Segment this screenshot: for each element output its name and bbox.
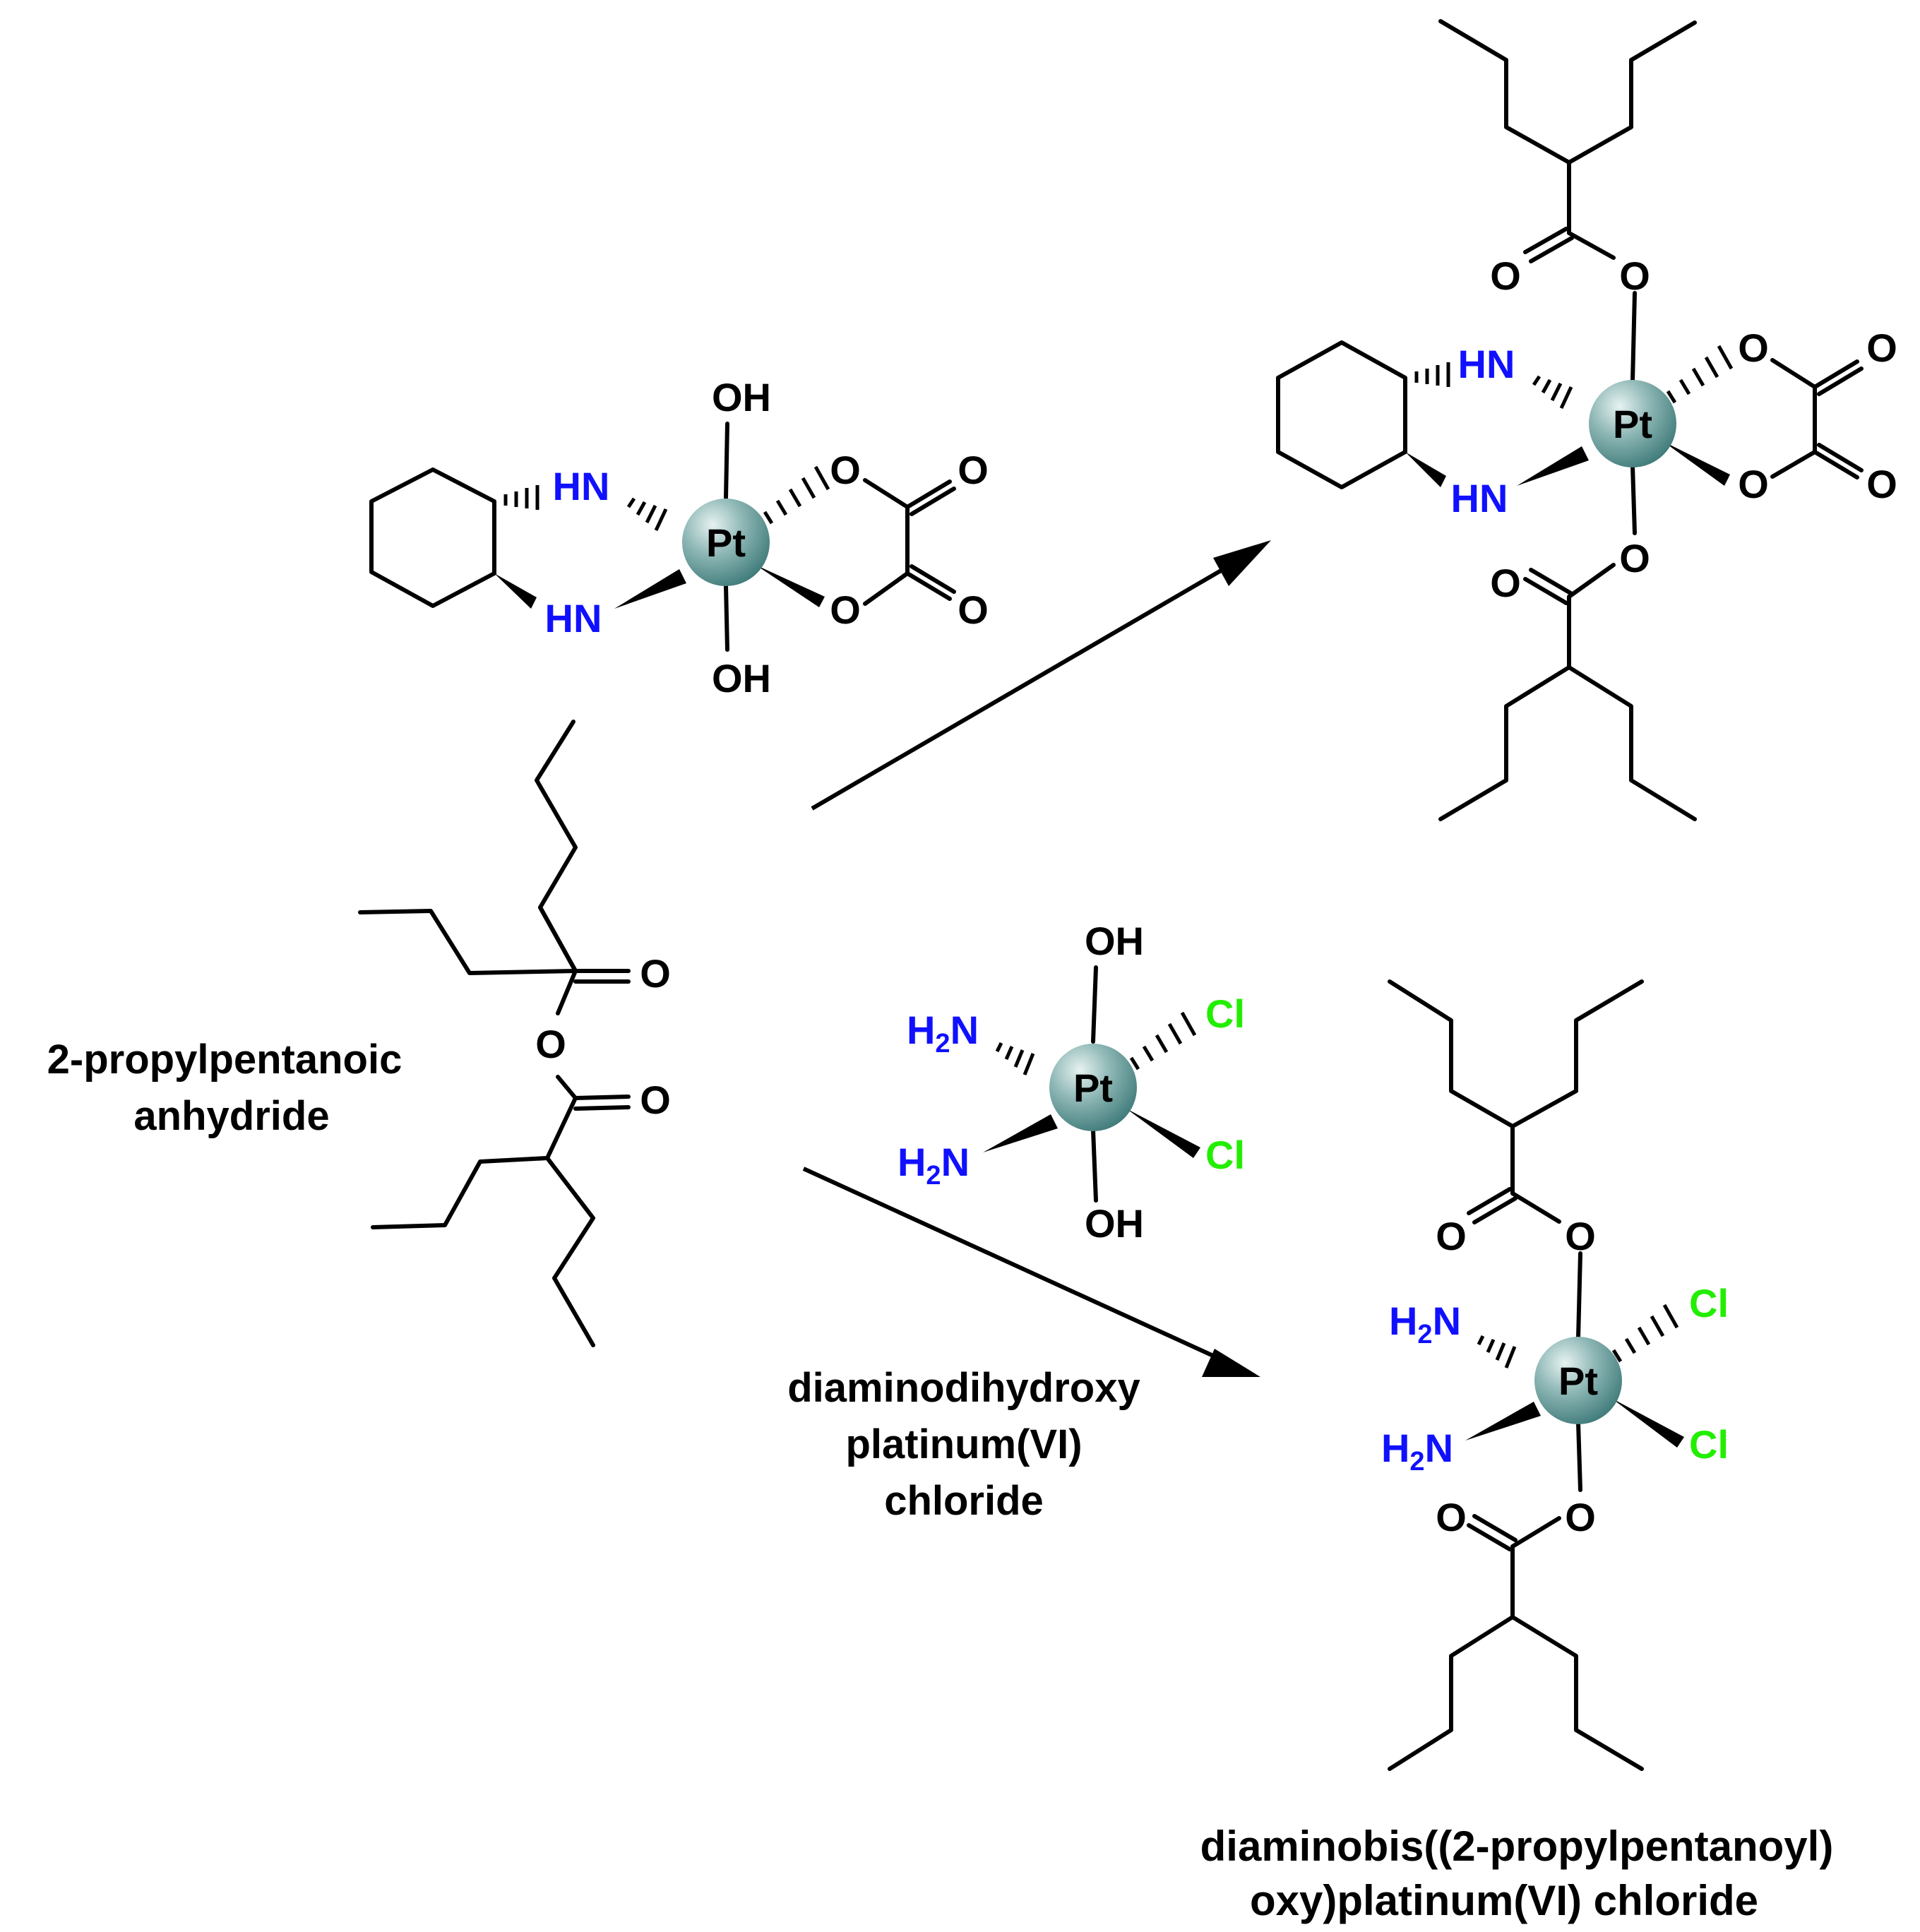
amine-n: N	[941, 1140, 970, 1184]
ester-o-lower-label: O	[1565, 1495, 1596, 1539]
product-name-line-2: oxy)platinum(VI) chloride	[1250, 1877, 1758, 1924]
reagent-name-line-1: diaminodihydroxy	[787, 1365, 1140, 1411]
oxalate-o-lower-label: O	[830, 588, 861, 632]
oxalate-carbonyl-lower-label: O	[958, 588, 989, 632]
oxalate-carbonyl-upper-label: O	[1866, 326, 1897, 370]
reagent-name-line-2: platinum(VI)	[845, 1421, 1082, 1467]
chloride-lower-label: Cl	[1689, 1422, 1729, 1467]
hydroxyl-top-label: OH	[712, 375, 771, 419]
platinum-label: Pt	[1073, 1066, 1113, 1110]
amine-lower-label: HN	[1451, 476, 1508, 520]
platinum-atom-sphere	[682, 499, 770, 586]
anhydride-o-lower-carbonyl: O	[640, 1078, 671, 1122]
chloride-upper-label: Cl	[1689, 1281, 1729, 1325]
wedge-bonds	[1405, 441, 1730, 487]
platinum-atom-sphere	[1534, 1337, 1622, 1424]
bond-lines	[1276, 19, 1864, 821]
oxalate-o-upper-label: O	[1738, 326, 1769, 370]
anhydride-name-line-2: anhydride	[133, 1093, 329, 1139]
amine-upper-label: HN	[553, 464, 610, 508]
bond-lines	[358, 720, 631, 1347]
stereo-bonds	[1477, 1304, 1679, 1368]
wedge-bonds	[983, 1109, 1200, 1158]
wedge-bonds	[494, 565, 825, 609]
oxalate-carbonyl-upper-label: O	[958, 448, 989, 492]
chloride-upper-label: Cl	[1205, 991, 1245, 1036]
amine-lower-label: H2N	[1381, 1426, 1453, 1477]
bond-lines	[1388, 979, 1644, 1771]
amine-n: N	[950, 1008, 979, 1052]
anhydride-name-line-1: 2-propylpentanoic	[47, 1037, 403, 1083]
product-name-line-1: diaminobis((2-propylpentanoyl)	[1200, 1823, 1834, 1870]
subscript-two: 2	[1409, 1447, 1424, 1477]
cisplatin-valproate-product: Pt O O O O H2N H2N Cl Cl diaminobis((2-p…	[1200, 979, 1834, 1924]
carbonyl-o-lower-label: O	[1490, 561, 1521, 605]
stereo-bonds	[503, 465, 830, 532]
chloride-lower-label: Cl	[1205, 1133, 1245, 1177]
hydroxyl-top-label: OH	[1085, 919, 1144, 963]
anhydride-reagent: O O O 2-propylpentanoic anhydride	[47, 720, 671, 1347]
stereo-bonds	[995, 1011, 1197, 1075]
hydroxyl-bottom-label: OH	[1085, 1201, 1144, 1246]
hydroxyl-bottom-label: OH	[712, 656, 771, 700]
amine-upper-label: H2N	[1389, 1299, 1461, 1349]
anhydride-o-upper-carbonyl: O	[640, 951, 671, 996]
anhydride-bridge-o: O	[535, 1022, 566, 1066]
oxalate-carbonyl-lower-label: O	[1866, 462, 1897, 506]
platinum-atom-sphere	[1589, 380, 1676, 467]
oxalate-o-upper-label: O	[830, 448, 861, 492]
amine-h: H	[1381, 1426, 1409, 1470]
reaction-arrow-top	[811, 540, 1271, 811]
oxalate-o-lower-label: O	[1738, 462, 1769, 506]
oxaliplatin-valproate-product: Pt O O O O HN HN O O O O	[1276, 19, 1897, 821]
amine-upper-label: HN	[1458, 342, 1515, 386]
bond-lines	[369, 422, 956, 652]
wedge-bonds	[1465, 1398, 1684, 1448]
bond-lines	[1091, 965, 1098, 1203]
platinum-label: Pt	[1558, 1359, 1598, 1403]
amine-n: N	[1425, 1426, 1453, 1470]
subscript-two: 2	[1417, 1320, 1432, 1349]
amine-h: H	[907, 1008, 935, 1052]
amine-lower-label: HN	[545, 596, 602, 640]
amine-h: H	[1389, 1299, 1417, 1343]
ester-o-upper-label: O	[1619, 254, 1650, 298]
reagent-name-line-3: chloride	[884, 1478, 1044, 1524]
carbonyl-o-upper-label: O	[1436, 1214, 1467, 1258]
amine-h: H	[898, 1140, 926, 1184]
platinum-atom-sphere	[1049, 1044, 1137, 1131]
reaction-arrow-bottom	[802, 1167, 1260, 1377]
carbonyl-o-lower-label: O	[1436, 1495, 1467, 1539]
ester-o-upper-label: O	[1565, 1214, 1596, 1258]
amine-upper-label: H2N	[907, 1008, 979, 1059]
subscript-two: 2	[935, 1029, 950, 1059]
ester-o-lower-label: O	[1619, 536, 1650, 580]
subscript-two: 2	[926, 1161, 941, 1191]
platinum-label: Pt	[706, 520, 746, 565]
stereo-bonds	[1414, 345, 1734, 410]
carbonyl-o-upper-label: O	[1490, 254, 1521, 298]
oxaliplatin-dihydroxo-reactant: Pt OH OH HN HN O O O O	[369, 375, 989, 700]
amine-lower-label: H2N	[898, 1140, 970, 1191]
amine-n: N	[1433, 1299, 1461, 1343]
platinum-label: Pt	[1613, 402, 1652, 446]
diaminodihydroxy-platinum-reagent: Pt OH OH H2N H2N Cl Cl diaminodihydroxy …	[787, 919, 1245, 1524]
